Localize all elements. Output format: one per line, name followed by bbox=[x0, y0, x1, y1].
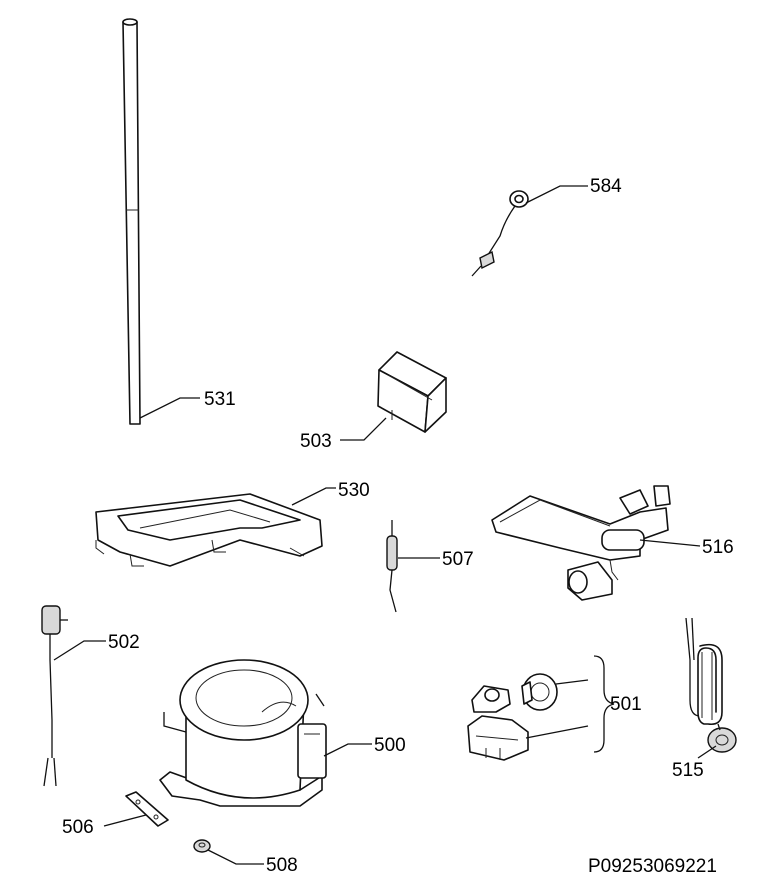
part-503-box bbox=[377, 351, 447, 433]
part-530-base-frame bbox=[95, 493, 323, 567]
part-515-heater-coil bbox=[685, 617, 737, 753]
leader-500 bbox=[323, 743, 372, 757]
leader-501b bbox=[525, 725, 589, 739]
label-507: 507 bbox=[442, 549, 474, 570]
leader-584 bbox=[525, 185, 588, 204]
label-506: 506 bbox=[62, 817, 94, 838]
label-501: 501 bbox=[610, 694, 642, 715]
part-500-compressor bbox=[159, 659, 327, 807]
part-507-fuse bbox=[386, 520, 398, 613]
label-531: 531 bbox=[204, 389, 236, 410]
part-502-sensor bbox=[41, 605, 68, 787]
label-530: 530 bbox=[338, 480, 370, 501]
leader-506 bbox=[103, 814, 147, 827]
label-502: 502 bbox=[108, 632, 140, 653]
label-584: 584 bbox=[590, 176, 622, 197]
part-506-clip bbox=[125, 791, 169, 827]
label-500: 500 bbox=[374, 735, 406, 756]
leader-503 bbox=[340, 417, 387, 441]
part-516-lamp-housing bbox=[491, 485, 671, 601]
leader-516 bbox=[639, 539, 701, 547]
leader-501a bbox=[555, 679, 589, 685]
document-code: P09253069221 bbox=[588, 856, 717, 877]
leader-530 bbox=[291, 487, 336, 506]
part-508-grommet bbox=[193, 839, 211, 853]
leader-531 bbox=[139, 397, 200, 419]
part-501-relay-group bbox=[467, 673, 558, 761]
bracket-501 bbox=[593, 655, 615, 753]
label-515: 515 bbox=[672, 760, 704, 781]
leader-515 bbox=[697, 745, 717, 759]
label-503: 503 bbox=[300, 431, 332, 452]
leader-508 bbox=[207, 849, 264, 865]
part-531-tube bbox=[122, 18, 141, 425]
label-508: 508 bbox=[266, 855, 298, 876]
leader-502 bbox=[53, 640, 106, 661]
part-584-sensor-cable bbox=[471, 190, 529, 277]
label-516: 516 bbox=[702, 537, 734, 558]
